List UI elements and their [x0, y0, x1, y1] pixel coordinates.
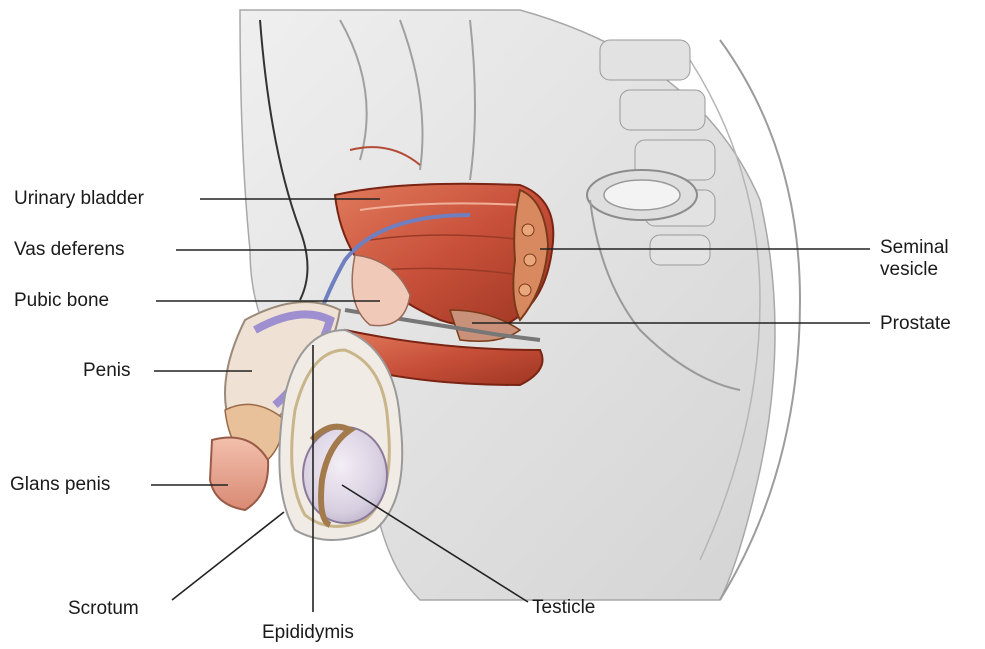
label-scrotum: Scrotum [68, 598, 139, 620]
label-pubic-bone: Pubic bone [14, 290, 109, 312]
label-glans-penis: Glans penis [10, 474, 110, 496]
label-urinary-bladder: Urinary bladder [14, 188, 144, 210]
leader-scrotum [172, 512, 284, 600]
label-vas-deferens: Vas deferens [14, 239, 125, 261]
label-seminal-vesicle: Seminal vesicle [880, 237, 949, 281]
glans-penis [210, 438, 268, 511]
label-prostate: Prostate [880, 313, 951, 335]
label-testicle: Testicle [532, 597, 595, 619]
label-penis: Penis [83, 360, 131, 382]
testicle [303, 427, 387, 523]
label-epididymis: Epididymis [262, 622, 354, 644]
